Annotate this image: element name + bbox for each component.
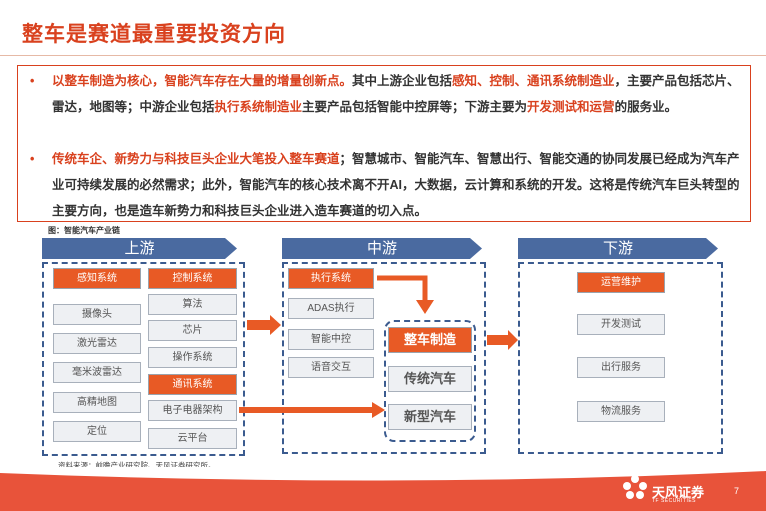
downstream-container (518, 262, 723, 454)
highlight-text: 传统车企、新势力与科技巨头企业大笔投入整车赛道 (52, 152, 340, 166)
exec-item-smart-console: 智能中控 (288, 329, 374, 350)
sensing-item-positioning: 定位 (53, 421, 141, 442)
footer-curve (0, 467, 766, 481)
arrow-midstream-to-downstream (487, 330, 518, 350)
control-item-algorithm: 算法 (148, 294, 237, 315)
highlight-text: 以整车制造为核心，智能汽车存在大量的增量创新点。 (52, 74, 353, 88)
downstream-item-logistics-service: 物流服务 (577, 401, 665, 422)
arrow-execution-to-vehicle (377, 275, 428, 302)
stage-midstream-label: 中游 (366, 240, 397, 257)
brand-name-en: TF SECURITIES (652, 498, 697, 504)
source-note: 资料来源：前瞻产业研究院、天风证券研究所。 (58, 461, 216, 470)
control-item-os: 操作系统 (148, 347, 237, 368)
page-title: 整车是赛道最重要投资方向 (22, 23, 286, 46)
upstream-container (42, 262, 245, 456)
figure-caption: 图：智能汽车产业链 (48, 226, 120, 235)
sensing-item-hd-map: 高精地图 (53, 392, 141, 413)
body-text: ，主要产品包括芯片、雷达，地图等；中游企业包括 (52, 74, 740, 114)
stage-downstream-label: 下游 (602, 240, 633, 257)
stage-midstream-chevron: 中游 (282, 238, 482, 259)
brand-name: 天风证券 (652, 485, 705, 500)
sensing-item-mmwave-radar: 毫米波雷达 (53, 362, 141, 383)
vehicle-item-traditional: 传统汽车 (388, 366, 472, 392)
bullet-icon: • (30, 74, 35, 88)
highlight-text: 感知、控制、通讯系统制造业 (452, 74, 615, 88)
body-text: ；智慧城市、智能汽车、智慧出行、智能交通的协同发展已经成为汽车产业可持续发展的必… (52, 152, 740, 218)
vehicle-manufacturing-header: 整车制造 (388, 327, 472, 353)
comm-system-header: 通讯系统 (148, 374, 237, 395)
tf-securities-logo-icon (623, 475, 647, 499)
stage-upstream-chevron: 上游 (42, 238, 237, 259)
control-item-chip: 芯片 (148, 320, 237, 341)
vehicle-item-new-type: 新型汽车 (388, 404, 472, 430)
sensing-item-lidar: 激光雷达 (53, 333, 141, 354)
exec-item-voice-interaction: 语音交互 (288, 357, 374, 378)
comm-item-ee-architecture: 电子电器架构 (148, 400, 237, 421)
downstream-item-mobility-service: 出行服务 (577, 357, 665, 378)
stage-upstream-label: 上游 (124, 240, 155, 257)
downstream-item-dev-testing: 开发测试 (577, 314, 665, 335)
body-text: 其中上游企业包括 (352, 74, 453, 88)
paragraph-text: 以整车制造为核心，智能汽车存在大量的增量创新点。其中上游企业包括感知、控制、通讯… (52, 68, 742, 120)
execution-system-header: 执行系统 (288, 268, 374, 289)
comm-item-cloud-platform: 云平台 (148, 428, 237, 449)
stage-downstream-chevron: 下游 (518, 238, 718, 259)
highlight-text: 开发测试和运营 (527, 100, 615, 114)
bullet-icon: • (30, 152, 35, 166)
exec-item-adas: ADAS执行 (288, 298, 374, 319)
midstream-container (282, 262, 486, 454)
title-divider (0, 55, 766, 56)
arrow-comm-to-vehicle (239, 407, 375, 413)
body-text: 主要产品包括智能中控屏等；下游主要为 (302, 100, 528, 114)
paragraph-text: 传统车企、新势力与科技巨头企业大笔投入整车赛道；智慧城市、智能汽车、智慧出行、智… (52, 146, 742, 224)
arrow-upstream-to-midstream (247, 315, 281, 335)
summary-box: • 以整车制造为核心，智能汽车存在大量的增量创新点。其中上游企业包括感知、控制、… (17, 65, 751, 222)
control-system-header: 控制系统 (148, 268, 237, 289)
highlight-text: 执行系统制造业 (214, 100, 303, 114)
page-number: 7 (734, 486, 740, 496)
body-text: 的服务业。 (614, 100, 678, 114)
vehicle-manufacturing-container (384, 320, 476, 442)
operations-maintenance-header: 运营维护 (577, 272, 665, 293)
sensing-item-camera: 摄像头 (53, 304, 141, 325)
sensing-system-header: 感知系统 (53, 268, 141, 289)
